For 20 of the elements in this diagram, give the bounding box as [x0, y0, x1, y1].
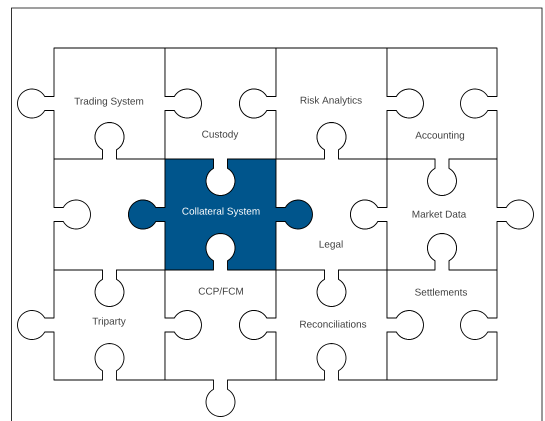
puzzle-piece — [164, 48, 276, 196]
puzzle-piece — [350, 158, 534, 270]
puzzle-piece — [164, 233, 276, 417]
piece-label: Accounting — [415, 131, 464, 141]
piece-label: Legal — [320, 240, 343, 250]
puzzle-piece — [128, 158, 313, 270]
piece-label: Triparty — [92, 317, 126, 327]
puzzle-piece — [276, 122, 388, 307]
piece-label: Collateral System — [182, 207, 260, 217]
puzzle-piece — [17, 48, 202, 160]
puzzle-piece — [386, 48, 498, 196]
piece-label: Risk Analytics — [300, 96, 362, 106]
piece-label: Reconciliations — [300, 320, 366, 328]
piece-label: Trading System — [74, 97, 144, 107]
puzzle-piece — [54, 122, 166, 307]
puzzle-piece — [386, 233, 498, 380]
piece-label: Settlements — [415, 288, 468, 296]
piece-label: Custody — [202, 130, 238, 140]
piece-label: Market Data — [412, 210, 466, 218]
piece-label: CCP/FCM — [198, 287, 243, 295]
